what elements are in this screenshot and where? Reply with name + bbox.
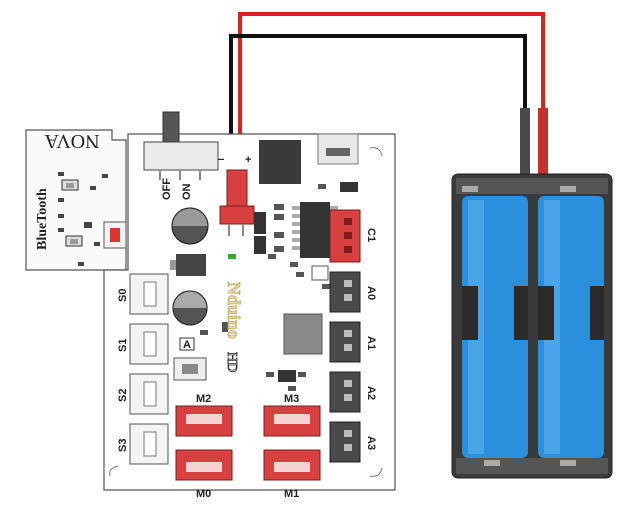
led-marker: A [183, 339, 191, 351]
label-s0: S0 [117, 289, 129, 302]
battery-wires [229, 12, 548, 174]
processor-chip [283, 313, 323, 355]
reset-button[interactable] [173, 357, 207, 381]
bluetooth-brand: NOVA [44, 130, 100, 152]
power-switch[interactable] [143, 111, 219, 180]
bluetooth-module: NOVA BlueTooth [25, 129, 165, 271]
header-s2[interactable] [129, 373, 169, 415]
usb-port[interactable] [317, 133, 359, 165]
header-a2[interactable] [329, 371, 361, 413]
header-s0[interactable] [129, 273, 169, 315]
battery-cell-right [538, 196, 604, 458]
capacitor-top [171, 207, 209, 245]
led-marker-box [179, 337, 195, 351]
ic-chip [292, 202, 338, 258]
battery-cell-left [462, 196, 528, 458]
header-m1[interactable] [263, 449, 321, 481]
label-m1: M1 [284, 488, 299, 500]
switch-off-label: OFF [161, 178, 173, 200]
board-hd: HD [224, 352, 239, 372]
bluetooth-label: BlueTooth [35, 188, 50, 250]
label-a0: A0 [365, 286, 377, 300]
label-a3: A3 [365, 436, 377, 450]
label-m2: M2 [196, 393, 211, 405]
label-a1: A1 [365, 336, 377, 350]
label-c1: C1 [365, 228, 377, 242]
header-a1[interactable] [329, 321, 361, 363]
label-s1: S1 [117, 339, 129, 352]
switch-on-label: ON [181, 183, 193, 200]
header-s1[interactable] [129, 323, 169, 365]
black-wire [229, 34, 527, 172]
header-c1[interactable] [329, 209, 361, 263]
red-wire [238, 12, 545, 172]
header-m2[interactable] [175, 405, 233, 437]
label-a2: A2 [365, 386, 377, 400]
regulator-chip [259, 140, 301, 184]
header-m0[interactable] [175, 449, 233, 481]
label-m0: M0 [196, 488, 211, 500]
power-connector [219, 169, 255, 236]
header-m3[interactable] [263, 405, 321, 437]
connector-minus: − [218, 154, 224, 166]
board-logo: Nduino [224, 282, 244, 339]
label-s3: S3 [117, 439, 129, 452]
connector-plus: + [245, 154, 251, 166]
capacitor-bottom [172, 290, 208, 326]
header-a3[interactable] [329, 421, 361, 463]
label-s2: S2 [117, 389, 129, 402]
smd-components [200, 184, 330, 391]
header-s3[interactable] [129, 423, 169, 465]
header-a0[interactable] [329, 271, 361, 313]
label-m3: M3 [284, 393, 299, 405]
